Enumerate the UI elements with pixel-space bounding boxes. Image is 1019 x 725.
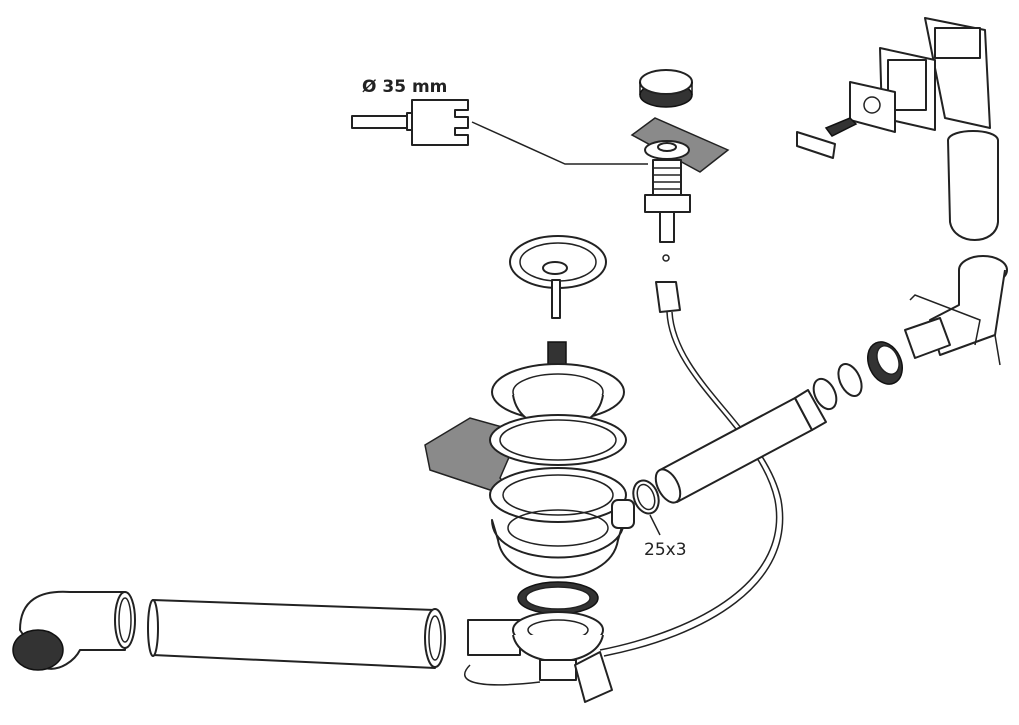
elbow-pipe: [12, 590, 136, 671]
overflow-pipe: [654, 341, 903, 504]
drain-body: [464, 611, 613, 703]
popup-valve: [630, 117, 730, 243]
sink-flange: [424, 363, 635, 615]
popup-button: [639, 69, 693, 108]
diameter-tool: Ø 35 mm: [351, 77, 648, 165]
overflow-assembly: [796, 17, 1008, 366]
bowden-cable: [599, 254, 784, 657]
strainer-basket: [509, 235, 607, 379]
o-ring-label: 25x3: [644, 540, 687, 560]
o-ring: 25x3: [632, 479, 687, 560]
diameter-label: Ø 35 mm: [362, 77, 447, 97]
drain-pipe: [147, 599, 446, 669]
